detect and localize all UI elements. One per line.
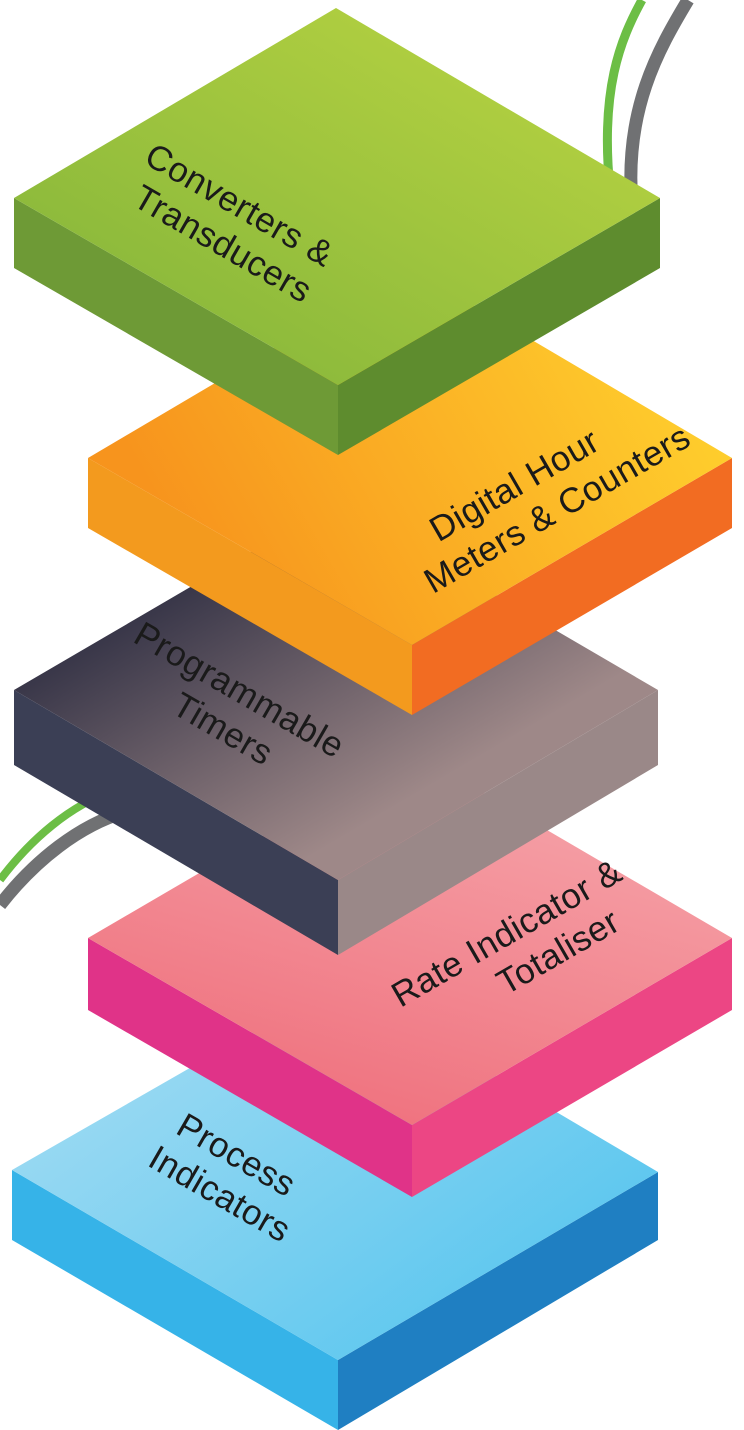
layer-rate-indicator: Rate Indicator & Totaliser [88,750,732,1197]
green-ribbon-top [602,0,646,191]
converters-left-face [14,198,338,455]
layer-converters-transducers: Converters & Transducers [14,8,660,455]
rate-left-face [88,938,412,1197]
gray-ribbon-top [624,0,694,206]
hour-meters-top-face [88,268,732,645]
process-left-face [12,1170,338,1430]
hour-meters-left-face [88,458,412,715]
layer-digital-hour-meters: Digital Hour Meters & Counters [88,268,732,715]
converters-right-face [338,198,660,455]
timers-right-face [338,690,658,955]
rate-top-face [88,750,732,1125]
process-right-face [338,1172,658,1430]
hour-meters-right-face [412,458,732,715]
converters-top-face [14,8,660,385]
rate-right-face [412,938,732,1197]
timers-left-face [14,690,338,955]
